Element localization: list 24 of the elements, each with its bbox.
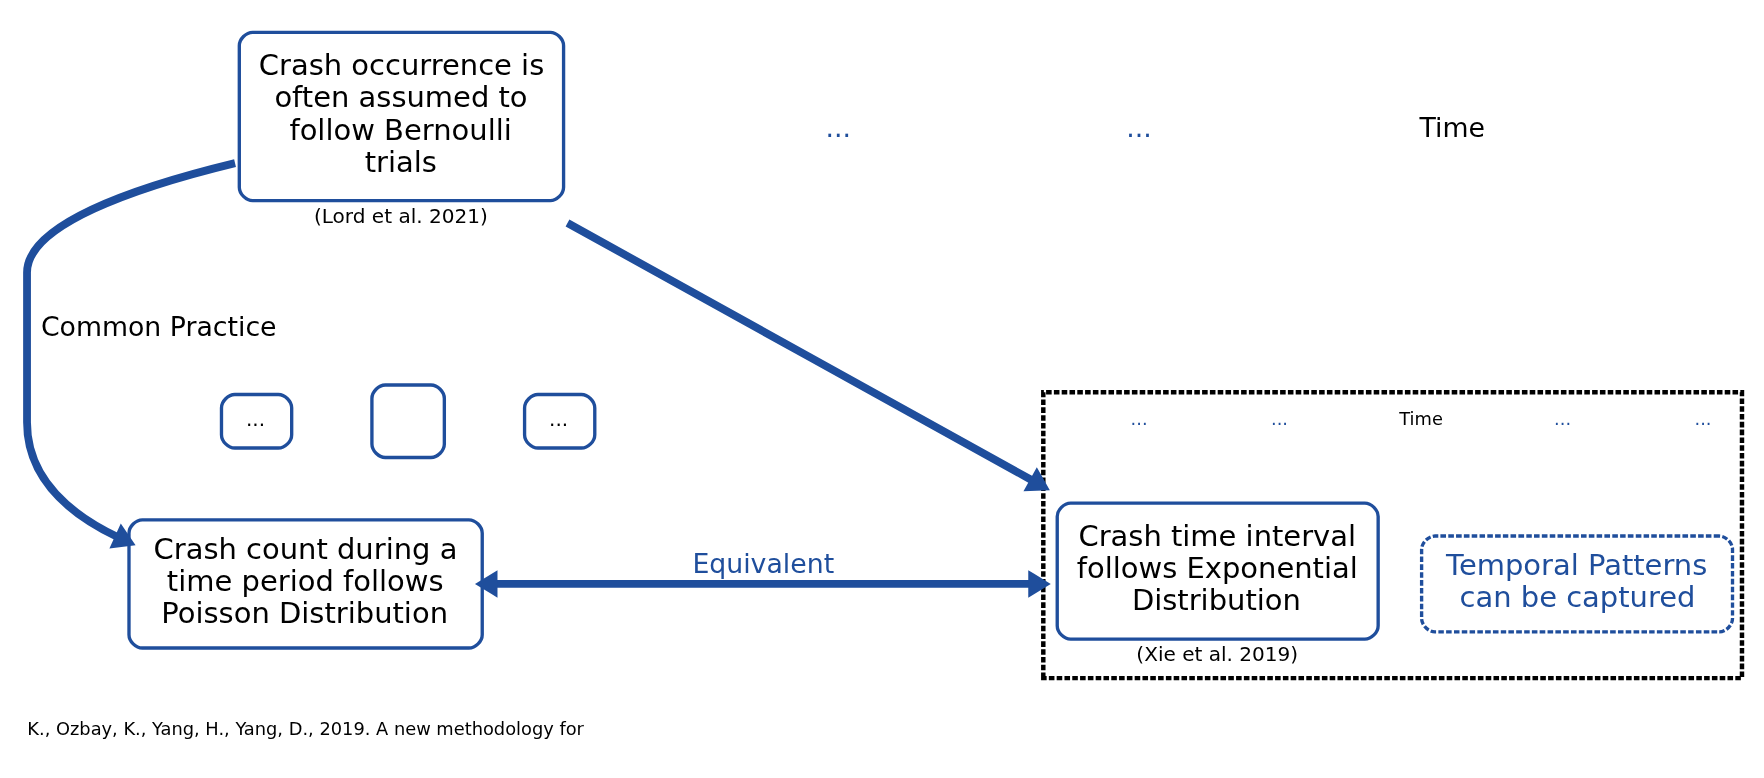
arrow xyxy=(475,569,1051,598)
label: ... xyxy=(1130,407,1148,429)
label: Time xyxy=(1419,111,1485,143)
label: ... xyxy=(1126,111,1152,143)
edge-label: Common Practice xyxy=(40,310,277,342)
node-box: Crash occurrence is often assumed to follow Bernoulli trials xyxy=(237,30,566,202)
cluster xyxy=(1041,389,1745,680)
node-label: (Lord et al. 2021) xyxy=(313,203,488,228)
label: ... xyxy=(825,111,852,143)
node-box: ... xyxy=(522,392,597,450)
node-box: Crash time interval follows Exponential Distribution xyxy=(1055,501,1380,641)
edge-label: Equivalent xyxy=(692,547,835,579)
node-box xyxy=(370,382,447,459)
label: K., Ozbay, K., Yang, H., Yang, D., 2019. A new methodology for xyxy=(27,717,584,739)
arrow xyxy=(565,219,1050,491)
label: Time xyxy=(1399,407,1443,429)
label: ... xyxy=(1694,407,1712,429)
arrow xyxy=(23,158,236,549)
label: ... xyxy=(1554,407,1572,429)
label: ... xyxy=(1271,407,1289,429)
node-box: Temporal Patterns can be captured xyxy=(1419,533,1735,634)
node-box: ... xyxy=(219,392,294,450)
node-box: Crash count during a time period follows Poisson Distribution xyxy=(127,517,484,650)
node-label: (Xie et al. 2019) xyxy=(1136,641,1299,666)
